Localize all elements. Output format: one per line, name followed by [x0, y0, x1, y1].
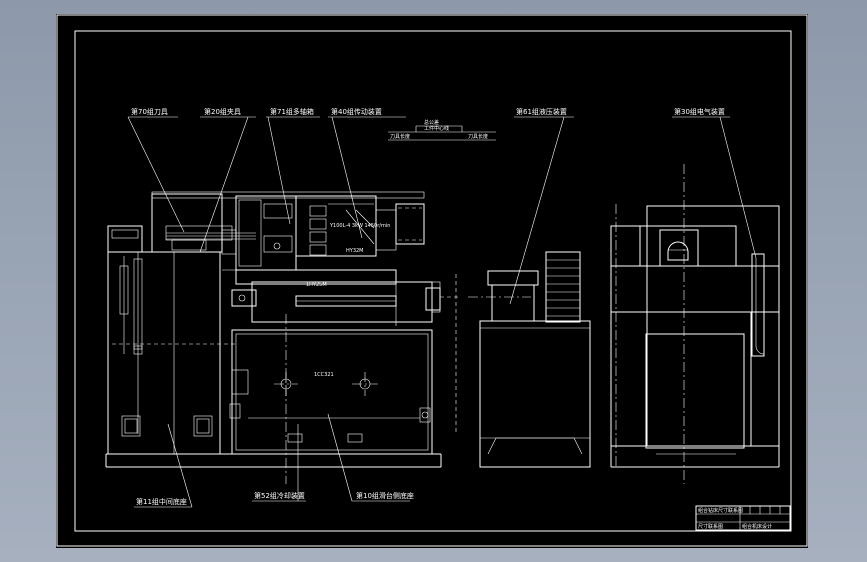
side-elevation: Y100L-4 3kW 1450r/min HY32M 1HY25M 1CC32… — [105, 191, 531, 484]
label-tool: 第70组刀具 — [131, 107, 168, 116]
drawing-canvas: Y100L-4 3kW 1450r/min HY32M 1HY25M 1CC32… — [56, 14, 808, 547]
cad-viewport[interactable]: Y100L-4 3kW 1450r/min HY32M 1HY25M 1CC32… — [56, 14, 808, 548]
label-multi-spindle: 第71组多轴箱 — [270, 107, 314, 116]
electrical-cabinet — [610, 164, 780, 484]
slide-note: HY32M — [346, 248, 364, 254]
label-hydraulic: 第61组液压装置 — [516, 107, 567, 116]
motor-note: Y100L-4 3kW 1450r/min — [329, 223, 390, 229]
label-fixture: 第20组夹具 — [204, 107, 241, 116]
legend-top: 总公差 — [424, 119, 439, 126]
slide-side-base — [231, 329, 433, 455]
title-block: 组合钻床尺寸联系图 组合机床设计 尺寸联系图 — [695, 505, 791, 531]
fixture — [151, 193, 223, 253]
title-line2: 组合机床设计 — [742, 523, 772, 530]
label-slide-base: 第10组滑台侧底座 — [356, 491, 414, 500]
legend-right: 刀具长度 — [468, 133, 488, 140]
rail-note: 1HY25M — [306, 282, 327, 288]
base-note: 1CC321 — [314, 372, 334, 378]
outer-frame — [56, 14, 808, 547]
legend-left: 刀具长度 — [390, 133, 410, 140]
legend-mid: 工件中心线 — [424, 125, 449, 132]
title-line1: 组合钻床尺寸联系图 — [698, 507, 743, 514]
label-electric: 第30组电气装置 — [674, 107, 725, 116]
inner-frame — [74, 30, 792, 532]
oil-tank — [479, 320, 591, 468]
leader-lines — [127, 116, 757, 508]
label-cooling: 第52组冷却装置 — [254, 491, 305, 500]
dimension-legend: 总公差 刀具长度 工件中心线 刀具长度 — [388, 119, 496, 141]
label-middle-base: 第11组中间底座 — [136, 497, 187, 506]
hydraulic-station — [479, 251, 591, 468]
drawing-name: 尺寸联系图 — [698, 523, 723, 530]
label-drive: 第40组传动装置 — [331, 107, 382, 116]
sliding-table — [251, 281, 433, 323]
